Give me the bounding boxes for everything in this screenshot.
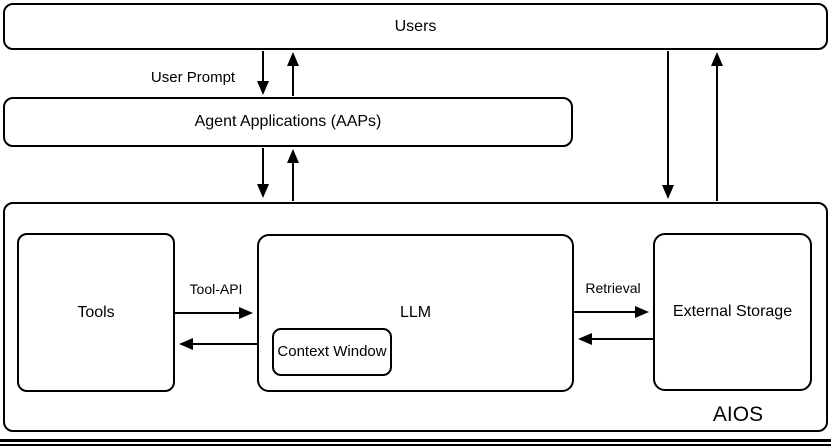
node-users: Users [3,3,828,50]
node-tools-label: Tools [77,303,115,321]
node-users-label: Users [394,17,437,35]
edge-label-retrieval: Retrieval [585,280,641,296]
node-agent-applications-label: Agent Applications (AAPs) [194,113,382,131]
node-external-storage-label: External Storage [672,303,793,321]
node-aios-label: AIOS [712,403,764,426]
node-context-window-label: Context Window [277,343,387,360]
edge-label-user-prompt: User Prompt [150,69,236,86]
node-agent-applications: Agent Applications (AAPs) [3,97,573,147]
node-tools: Tools [17,233,175,392]
bottom-divider-thin [0,444,831,446]
bottom-divider-thick [0,439,831,442]
node-context-window: Context Window [272,328,392,376]
node-llm-label: LLM [399,304,432,322]
node-external-storage: External Storage [653,233,812,391]
edge-label-tool-api: Tool-API [189,281,243,297]
